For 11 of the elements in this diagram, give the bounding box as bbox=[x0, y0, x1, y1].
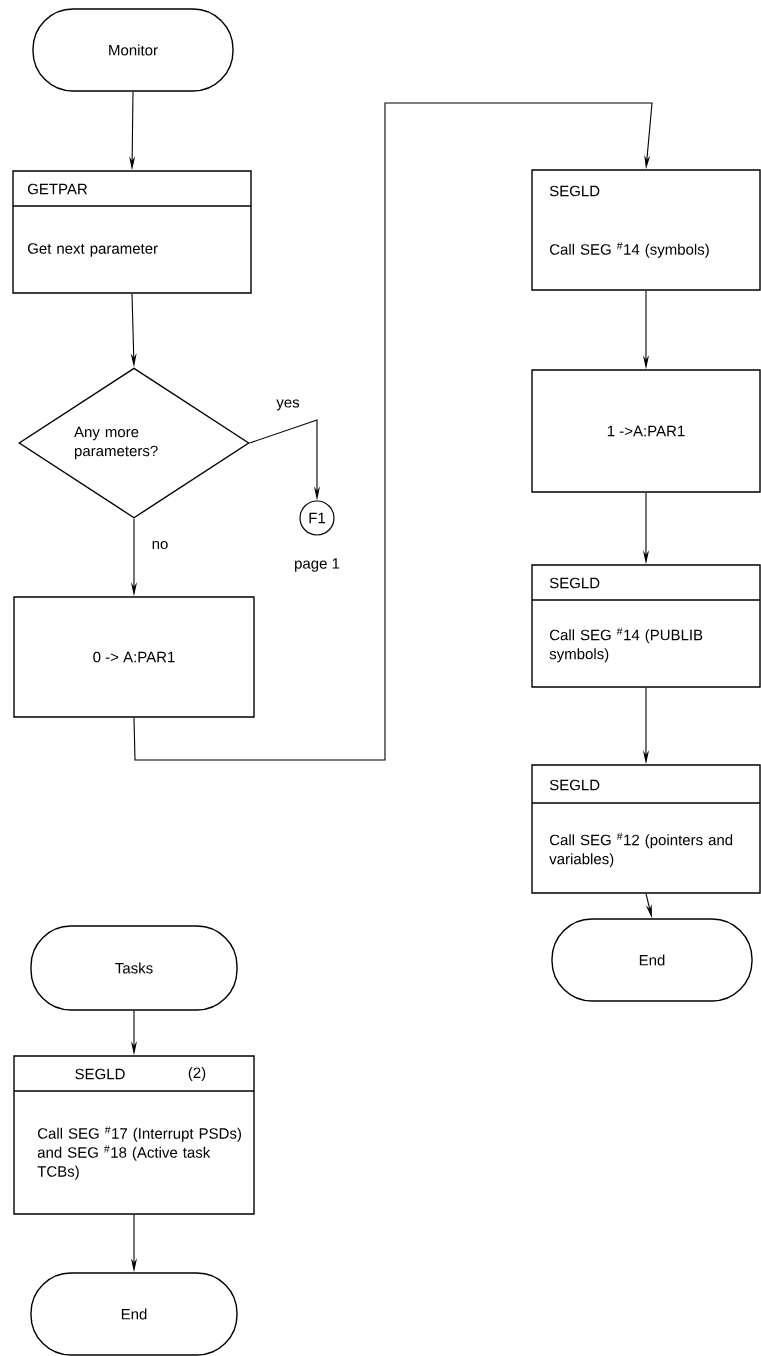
process-box: SEGLD Call SEG $^{#}$14 (symbols) bbox=[531, 169, 761, 291]
process-box: 0 -> A:PAR1 bbox=[13, 596, 255, 718]
node-label: page 1 bbox=[295, 558, 340, 572]
edge-label: yes bbox=[275, 398, 301, 412]
process-box: SEGLD Call SEG $^{#}$14 (PUBLIB symbols) bbox=[531, 564, 761, 688]
process-box: 1 ->A:PAR1 bbox=[531, 369, 761, 493]
arrow bbox=[133, 102, 653, 761]
edge-label: no bbox=[150, 539, 170, 551]
process-box: SEGLD Call SEG $^{#}$12 (pointers and variables) bbox=[531, 764, 761, 894]
process-box: GETPAR Get next parameter bbox=[12, 170, 252, 294]
process-box: SEGLD (2) Call SEG $^{#}$17 (Interrupt PSDs) and SEG $^{#}$18 (Active task TCBs) bbox=[13, 1055, 255, 1215]
